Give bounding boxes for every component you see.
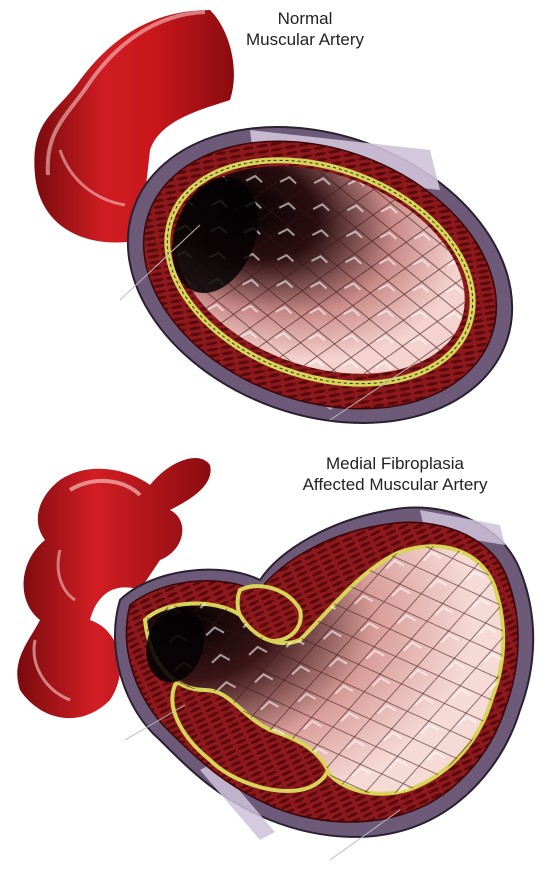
fibroplasia-artery-illustration — [0, 440, 546, 869]
normal-artery-illustration — [0, 0, 546, 440]
normal-artery-figure: Normal Muscular Artery — [0, 0, 546, 440]
fibroplasia-artery-figure: Medial Fibroplasia Affected Muscular Art… — [0, 440, 546, 869]
